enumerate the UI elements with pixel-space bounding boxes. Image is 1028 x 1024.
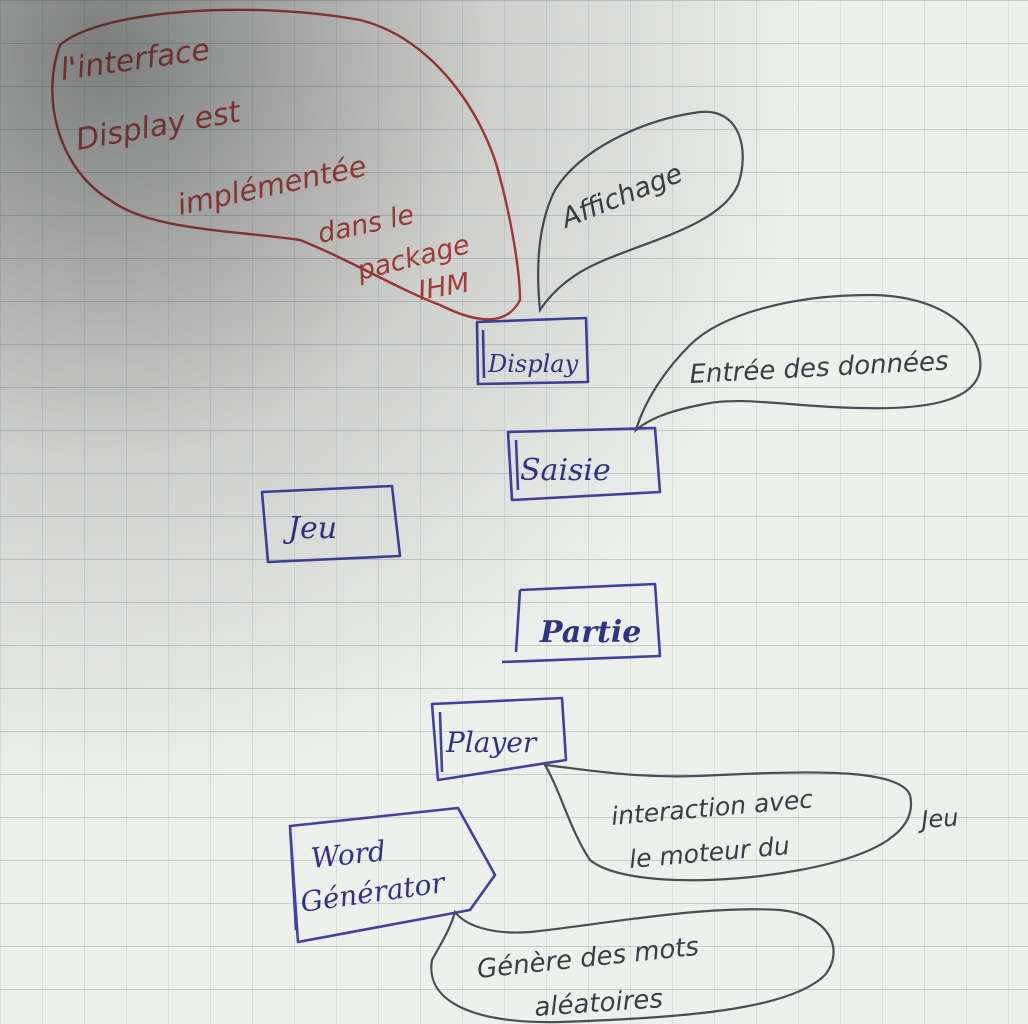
note-entree-donnees: Entrée des données xyxy=(633,293,982,434)
box-jeu: Jeu xyxy=(260,484,402,564)
box-display-label: Display xyxy=(487,350,579,378)
note-genere-line-1: Génère des mots xyxy=(476,932,701,985)
box-partie: Partie xyxy=(501,582,662,664)
note-affichage-text: Affichage xyxy=(555,158,687,235)
note-interaction-line-1: interaction avec xyxy=(610,784,814,831)
red-note-ihm: l'interface Display est implémentée dans… xyxy=(51,8,522,321)
red-note-line-2: Display est xyxy=(73,94,244,158)
note-interaction-line-3: Jeu xyxy=(916,803,959,834)
note-interaction: interaction avec le moteur du Jeu xyxy=(542,763,959,882)
box-word-generator: Word Générator xyxy=(288,806,497,944)
note-affichage: Affichage xyxy=(537,110,744,314)
note-entree-text: Entrée des données xyxy=(689,346,949,390)
box-saisie: Saisie xyxy=(506,426,662,502)
box-partie-label: Partie xyxy=(539,615,641,650)
note-genere-mots: Génère des mots aléatoires xyxy=(430,908,835,1024)
red-note-line-1: l'interface xyxy=(58,32,212,88)
box-word-generator-line-1: Word xyxy=(309,834,387,875)
box-display: Display xyxy=(475,316,590,386)
note-interaction-line-2: le moteur du xyxy=(628,831,791,874)
red-note-line-6: IHM xyxy=(416,267,472,306)
box-player-label: Player xyxy=(445,726,538,759)
box-jeu-label: Jeu xyxy=(282,511,337,546)
red-note-line-4: dans le xyxy=(315,199,417,250)
box-saisie-label: Saisie xyxy=(520,453,611,488)
red-note-line-3: implémentée xyxy=(174,149,369,222)
